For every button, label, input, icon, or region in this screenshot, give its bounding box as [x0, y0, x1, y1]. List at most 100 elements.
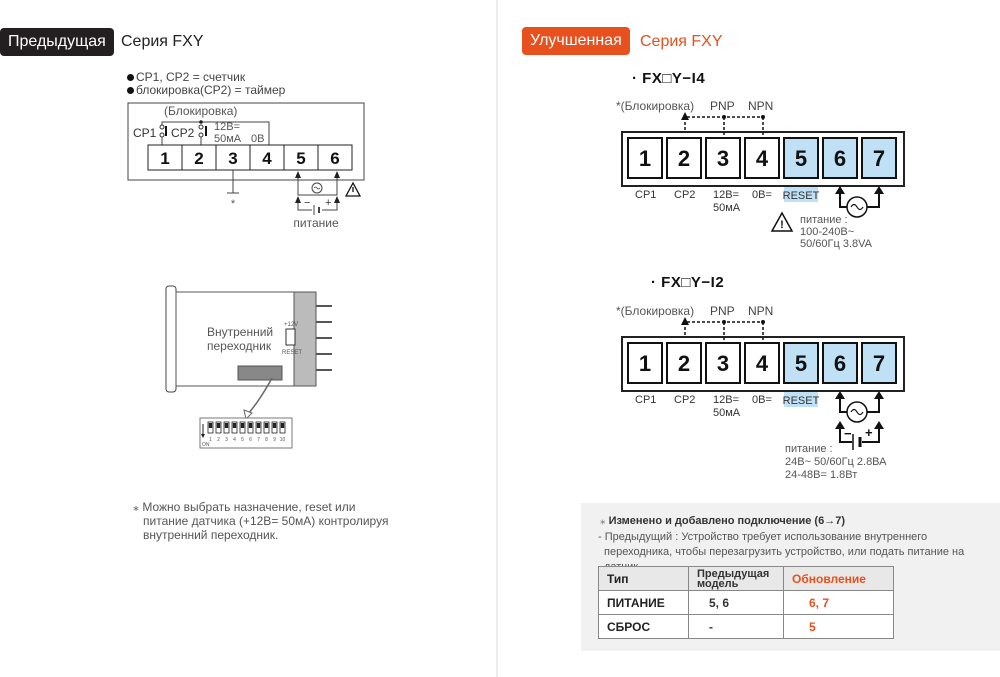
warning-icon: [344, 181, 362, 197]
warning-icon-mark: !: [780, 219, 784, 231]
dip-switch-lever: [216, 423, 221, 428]
terminal-label: 12В=: [713, 189, 739, 201]
pnp-label: PNP: [710, 304, 735, 318]
power-spec-line-2: 50/60Гц 3.8VA: [800, 238, 873, 250]
sensor-current-label: 50мА: [214, 133, 242, 145]
model-i4-title: · FX□Y−I4: [632, 70, 706, 87]
terminal-7: 7: [873, 146, 885, 171]
dip-on-label: ON: [202, 442, 210, 448]
arrow-up-icon: [334, 196, 340, 203]
dip-number: 4: [233, 437, 236, 443]
pnp-label: PNP: [710, 99, 735, 113]
reset-label-background: [784, 392, 818, 407]
dc-wire: [839, 425, 880, 443]
arrow-up-icon: [874, 391, 884, 399]
note-line-1-text: Можно выбрать назначение, reset или: [142, 500, 356, 514]
dip-switch-lever: [208, 423, 213, 428]
arrow-up-icon: [681, 317, 689, 325]
jumper-icon: [285, 328, 296, 346]
changes-heading: ⁎ Изменено и добавлено подключение (6→7): [600, 514, 845, 527]
legend-timer-text: блокировка(CP2) = таймер: [136, 83, 286, 97]
junction-dot: [761, 320, 765, 324]
reset-label-background: [784, 187, 818, 202]
terminal-1: 1: [160, 149, 169, 168]
cp1-label: CP1: [133, 126, 157, 140]
asterisk-icon: ⁎: [600, 515, 609, 527]
terminal-1: 1: [639, 351, 651, 376]
dip-number: 10: [280, 437, 286, 443]
terminal-label: CP2: [674, 189, 695, 201]
terminal-3: 3: [717, 351, 729, 376]
bullet-icon: [127, 74, 134, 82]
header-update: Обновление: [783, 566, 894, 591]
terminal-2: 2: [194, 149, 203, 168]
jumper-reset-label: RESET: [282, 350, 302, 356]
row-type: СБРОС: [598, 614, 689, 639]
terminal-label: CP2: [674, 394, 695, 406]
terminal-box: [822, 342, 858, 384]
warning-icon: [770, 211, 794, 232]
arrow-up-icon: [295, 171, 301, 178]
terminal-box: [744, 342, 780, 384]
note-line-2: питание датчика (+12В= 50мА) контролируя: [143, 514, 389, 528]
model-i2-title: · FX□Y−I2: [651, 274, 725, 291]
terminal-box: [705, 342, 741, 384]
header-type: Тип: [598, 566, 689, 591]
dip-switch-lever: [248, 423, 253, 428]
changes-description-line-1: - Предыдущий : Устройство требует исполь…: [598, 531, 928, 543]
table-row: ПИТАНИЕ 5, 6 6, 7: [598, 590, 894, 615]
sine-icon: [850, 203, 864, 211]
terminal-box: [666, 137, 702, 179]
terminal-3: 3: [717, 146, 729, 171]
power-spec-line-1: 24В~ 50/60Гц 2.8ВА: [785, 456, 887, 468]
terminal-7: 7: [873, 351, 885, 376]
dip-number: 6: [249, 437, 252, 443]
previous-series-title: Серия FXY: [121, 33, 204, 50]
dip-switch-lever: [256, 423, 261, 428]
improved-badge: Улучшенная: [522, 27, 630, 55]
terminal-box: [627, 137, 663, 179]
power-label: питание: [293, 216, 339, 230]
rear-terminal-block: [293, 291, 317, 387]
junction-dot: [722, 115, 726, 119]
arrow-up-icon: [334, 171, 340, 178]
ac-wire: [839, 395, 880, 413]
dip-switch-lever: [240, 423, 245, 428]
ac-wire: [839, 190, 880, 208]
terminal-box: [783, 342, 819, 384]
dip-number: 1: [209, 437, 212, 443]
internal-jumper-label-1: Внутренний: [207, 325, 273, 339]
on-arrow-head-icon: [201, 434, 205, 438]
table-row: СБРОС - 5: [598, 614, 894, 639]
terminal-label: CP1: [635, 394, 656, 406]
sine-icon: [850, 408, 864, 416]
legend-counter: CP1, CP2 = счетчик: [127, 70, 245, 84]
row-previous: -: [688, 614, 784, 639]
previous-note: ⁎ Можно выбрать назначение, reset или пи…: [133, 500, 388, 542]
dip-switch-lever: [280, 423, 285, 428]
asterisk-mark: *: [231, 198, 236, 210]
terminal-3: 3: [228, 149, 237, 168]
minus-sign: −: [844, 426, 852, 441]
dip-switch-lever: [224, 423, 229, 428]
dip-number: 5: [241, 437, 244, 443]
terminal-label: 0В=: [752, 189, 772, 201]
minus-sign: −: [304, 197, 310, 209]
plus-sign: +: [865, 425, 873, 440]
terminal-5: 5: [296, 149, 305, 168]
terminal-label: 0В=: [752, 394, 772, 406]
front-bezel: [165, 285, 177, 393]
terminal-box: [744, 137, 780, 179]
switch-contact: [198, 132, 204, 138]
terminal-label: 12В=: [713, 394, 739, 406]
arrow-up-icon: [874, 186, 884, 194]
terminal-box: [822, 137, 858, 179]
dip-number: 3: [225, 437, 228, 443]
terminal-5: 5: [795, 146, 807, 171]
terminal-4: 4: [756, 146, 769, 171]
dip-number: 7: [257, 437, 260, 443]
power-spec-line-1: 100-240В~: [800, 226, 854, 238]
